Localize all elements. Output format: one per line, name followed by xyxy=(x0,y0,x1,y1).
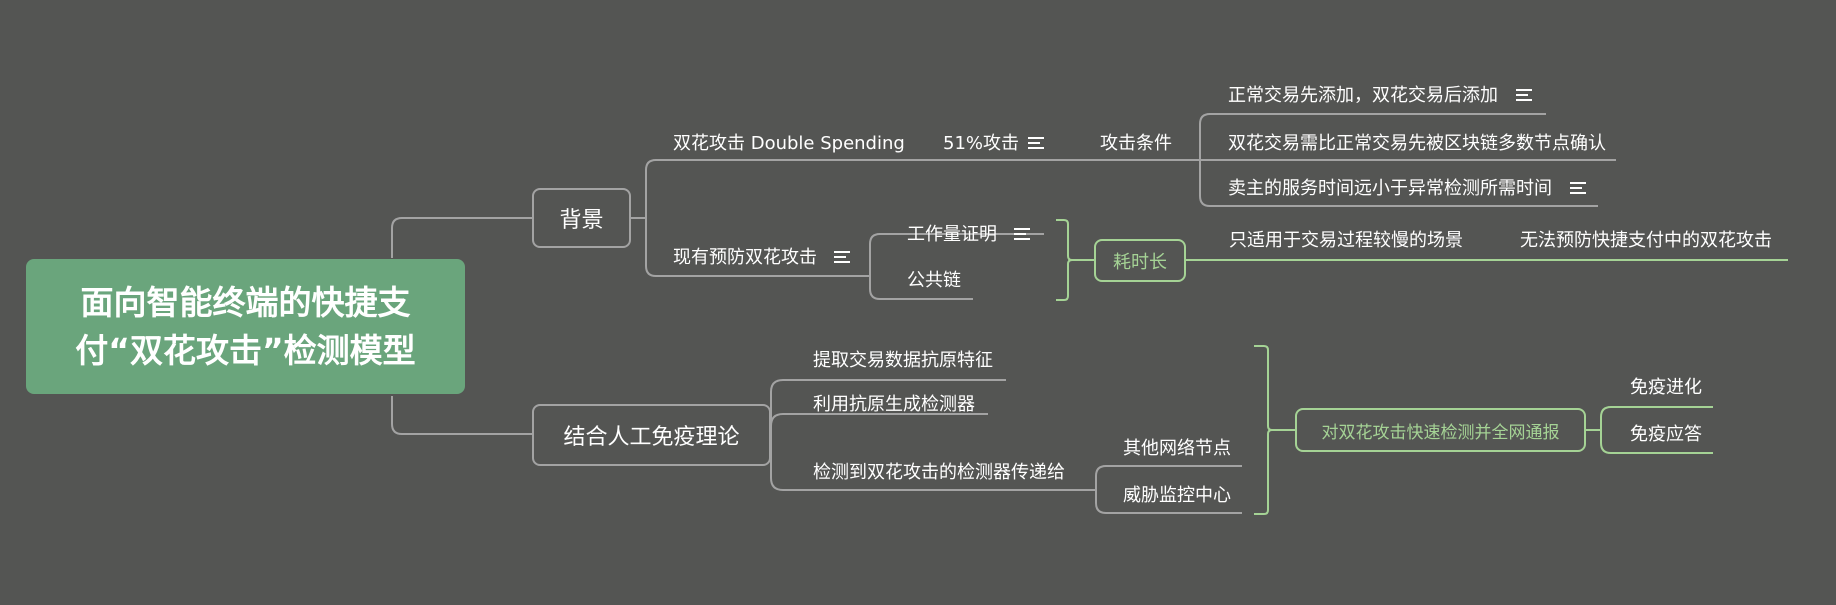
note-icon[interactable] xyxy=(1014,228,1030,241)
root-title-line-1: 面向智能终端的快捷支 xyxy=(80,282,411,322)
topic-immune-theory[interactable]: 结合人工免疫理论 xyxy=(532,404,771,466)
summary-detail-cannot-prevent[interactable]: 无法预防快捷支付中的双花攻击 xyxy=(1520,230,1772,251)
summary-detail-slow-scenarios[interactable]: 只适用于交易过程较慢的场景 xyxy=(1229,230,1463,251)
summary-rapid-detection-label: 对双花攻击快速检测并全网通报 xyxy=(1321,422,1560,443)
topic-immune-theory-label: 结合人工免疫理论 xyxy=(563,425,740,450)
prevention-item-pow[interactable]: 工作量证明 xyxy=(907,224,997,245)
condition-item-2[interactable]: 双花交易需比正常交易先被区块链多数节点确认 xyxy=(1228,133,1606,154)
topic-background-label: 背景 xyxy=(559,208,604,233)
condition-item-3[interactable]: 卖主的服务时间远小于异常检测所需时间 xyxy=(1228,178,1552,199)
summary-rapid-detection[interactable]: 对双花攻击快速检测并全网通报 xyxy=(1295,408,1586,452)
immune-item-extract-features[interactable]: 提取交易数据抗原特征 xyxy=(813,350,993,371)
immune-item-generate-detectors[interactable]: 利用抗原生成检测器 xyxy=(813,394,975,415)
immune-item-pass-detectors[interactable]: 检测到双花攻击的检测器传递给 xyxy=(813,462,1065,483)
note-icon[interactable] xyxy=(834,251,850,264)
root-topic[interactable]: 面向智能终端的快捷支 付“双花攻击”检测模型 xyxy=(26,259,465,394)
prevention-item-public-chain[interactable]: 公共链 xyxy=(907,270,961,291)
topic-double-spending[interactable]: 双花攻击 Double Spending xyxy=(673,133,905,154)
topic-background[interactable]: 背景 xyxy=(532,188,631,248)
root-title-line-2: 付“双花攻击”检测模型 xyxy=(75,330,416,370)
topic-attack-conditions[interactable]: 攻击条件 xyxy=(1100,133,1172,154)
summary-item-immune-evolution[interactable]: 免疫进化 xyxy=(1630,377,1702,398)
note-icon[interactable] xyxy=(1570,182,1586,195)
summary-time-consuming-label: 耗时长 xyxy=(1113,251,1167,273)
condition-item-1[interactable]: 正常交易先添加，双花交易后添加 xyxy=(1228,85,1498,106)
note-icon[interactable] xyxy=(1516,89,1532,102)
summary-item-immune-response[interactable]: 免疫应答 xyxy=(1630,424,1702,445)
target-other-nodes[interactable]: 其他网络节点 xyxy=(1123,438,1231,459)
target-threat-monitor[interactable]: 威胁监控中心 xyxy=(1123,485,1231,506)
topic-existing-prevention[interactable]: 现有预防双花攻击 xyxy=(673,247,817,268)
topic-51-attack[interactable]: 51%攻击 xyxy=(943,133,1020,154)
summary-time-consuming[interactable]: 耗时长 xyxy=(1094,239,1186,282)
note-icon[interactable] xyxy=(1028,137,1044,150)
